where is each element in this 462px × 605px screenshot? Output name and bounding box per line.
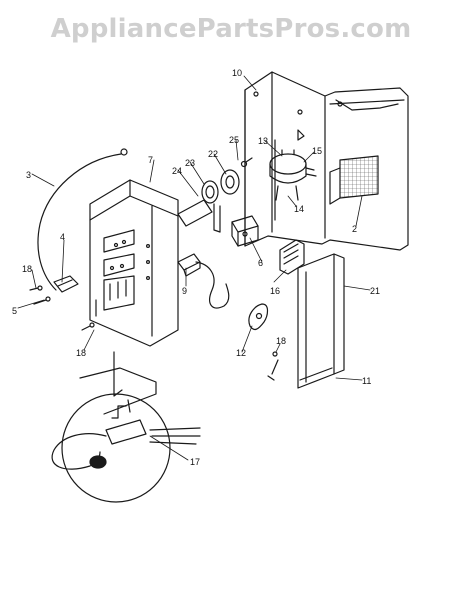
callout-11: 11	[362, 376, 371, 386]
watermark: AppliancePartsPros.com	[50, 14, 412, 44]
callout-7: 7	[148, 155, 153, 165]
callout-16: 16	[270, 286, 280, 296]
callout-12: 12	[236, 348, 246, 358]
callout-9: 9	[182, 286, 187, 296]
callout-13: 13	[258, 136, 268, 146]
screws	[29, 285, 279, 381]
callout-21: 21	[370, 286, 380, 296]
housing-panel	[244, 71, 409, 251]
motor-rings	[177, 157, 253, 233]
callout-25: 25	[229, 135, 239, 145]
callout-2: 2	[352, 224, 357, 234]
capacitor	[269, 149, 317, 201]
callout-22: 22	[208, 149, 218, 159]
callout-24: 24	[172, 166, 182, 176]
leader-lines	[17, 75, 371, 461]
detail-inset	[51, 351, 201, 503]
callout-17: 17	[190, 457, 200, 467]
control-box	[89, 179, 179, 347]
relay-switch	[231, 215, 259, 247]
callout-18-left: 18	[22, 264, 32, 274]
callout-23: 23	[185, 158, 195, 168]
callout-6: 6	[258, 258, 263, 268]
fan-blade	[248, 303, 269, 331]
callout-3: 3	[26, 170, 31, 180]
cover-panel	[297, 253, 345, 389]
terminal-block	[279, 239, 305, 275]
callout-18-bottom: 18	[76, 348, 86, 358]
callout-4: 4	[60, 232, 65, 242]
callout-15: 15	[312, 146, 322, 156]
callout-18-right: 18	[276, 336, 286, 346]
callout-10: 10	[232, 68, 242, 78]
callout-14: 14	[294, 204, 304, 214]
sensor	[177, 253, 230, 309]
mesh-screen	[329, 155, 379, 205]
callout-labels: 10 13 25 15 7 23 22 3 24 14 2 4 6 18 9 1…	[12, 68, 380, 467]
power-cord	[37, 148, 128, 291]
cord-clamp	[53, 275, 79, 293]
callout-5: 5	[12, 306, 17, 316]
